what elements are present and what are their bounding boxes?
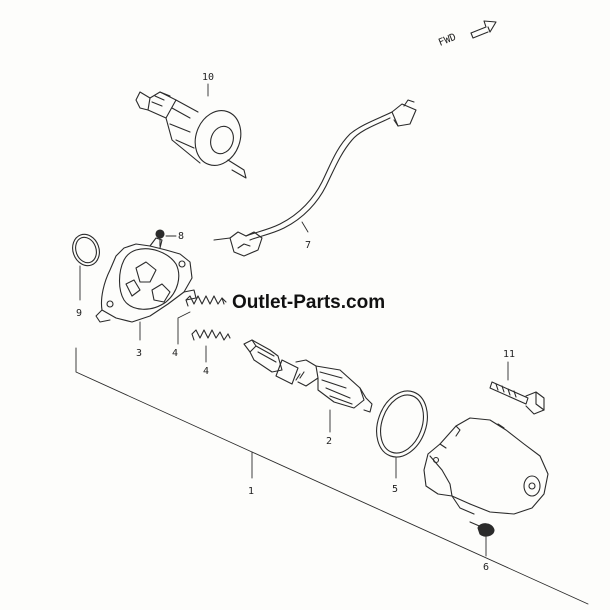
- screw-part-6: [469, 521, 495, 537]
- callout-10: 10: [202, 72, 214, 83]
- bolt-part-11: [489, 381, 545, 415]
- spring-part-4-lower: [191, 329, 231, 341]
- callout-7: 7: [305, 240, 311, 251]
- armature-part-2: [243, 339, 373, 413]
- callout-2: 2: [326, 436, 332, 447]
- callout-11: 11: [503, 349, 515, 360]
- fwd-arrow-icon: [470, 20, 497, 34]
- leader-lines: [75, 83, 589, 605]
- lead-wire-part-7: [213, 99, 417, 257]
- callout-4-upper: 4: [172, 348, 178, 359]
- callout-1: 1: [248, 486, 254, 497]
- spring-part-4-upper: [185, 295, 227, 307]
- callout-4-lower: 4: [203, 366, 209, 377]
- motor-case: [423, 417, 549, 515]
- watermark-text: Outlet-Parts.com: [232, 292, 385, 313]
- callout-8: 8: [178, 231, 184, 242]
- o-ring-part-5: [376, 390, 428, 458]
- callout-5: 5: [392, 484, 398, 495]
- starter-clutch-part-10: [135, 91, 247, 179]
- o-ring-part-9: [72, 233, 100, 267]
- fwd-label: FWD: [437, 32, 458, 49]
- callout-6: 6: [483, 562, 489, 573]
- callout-9: 9: [76, 308, 82, 319]
- fwd-indicator: FWD: [437, 20, 497, 49]
- callout-3: 3: [136, 348, 142, 359]
- callouts: 10 8 7 9 3 4 4 2 5 11 6 1: [76, 72, 515, 573]
- end-cover-part-3: [95, 237, 197, 323]
